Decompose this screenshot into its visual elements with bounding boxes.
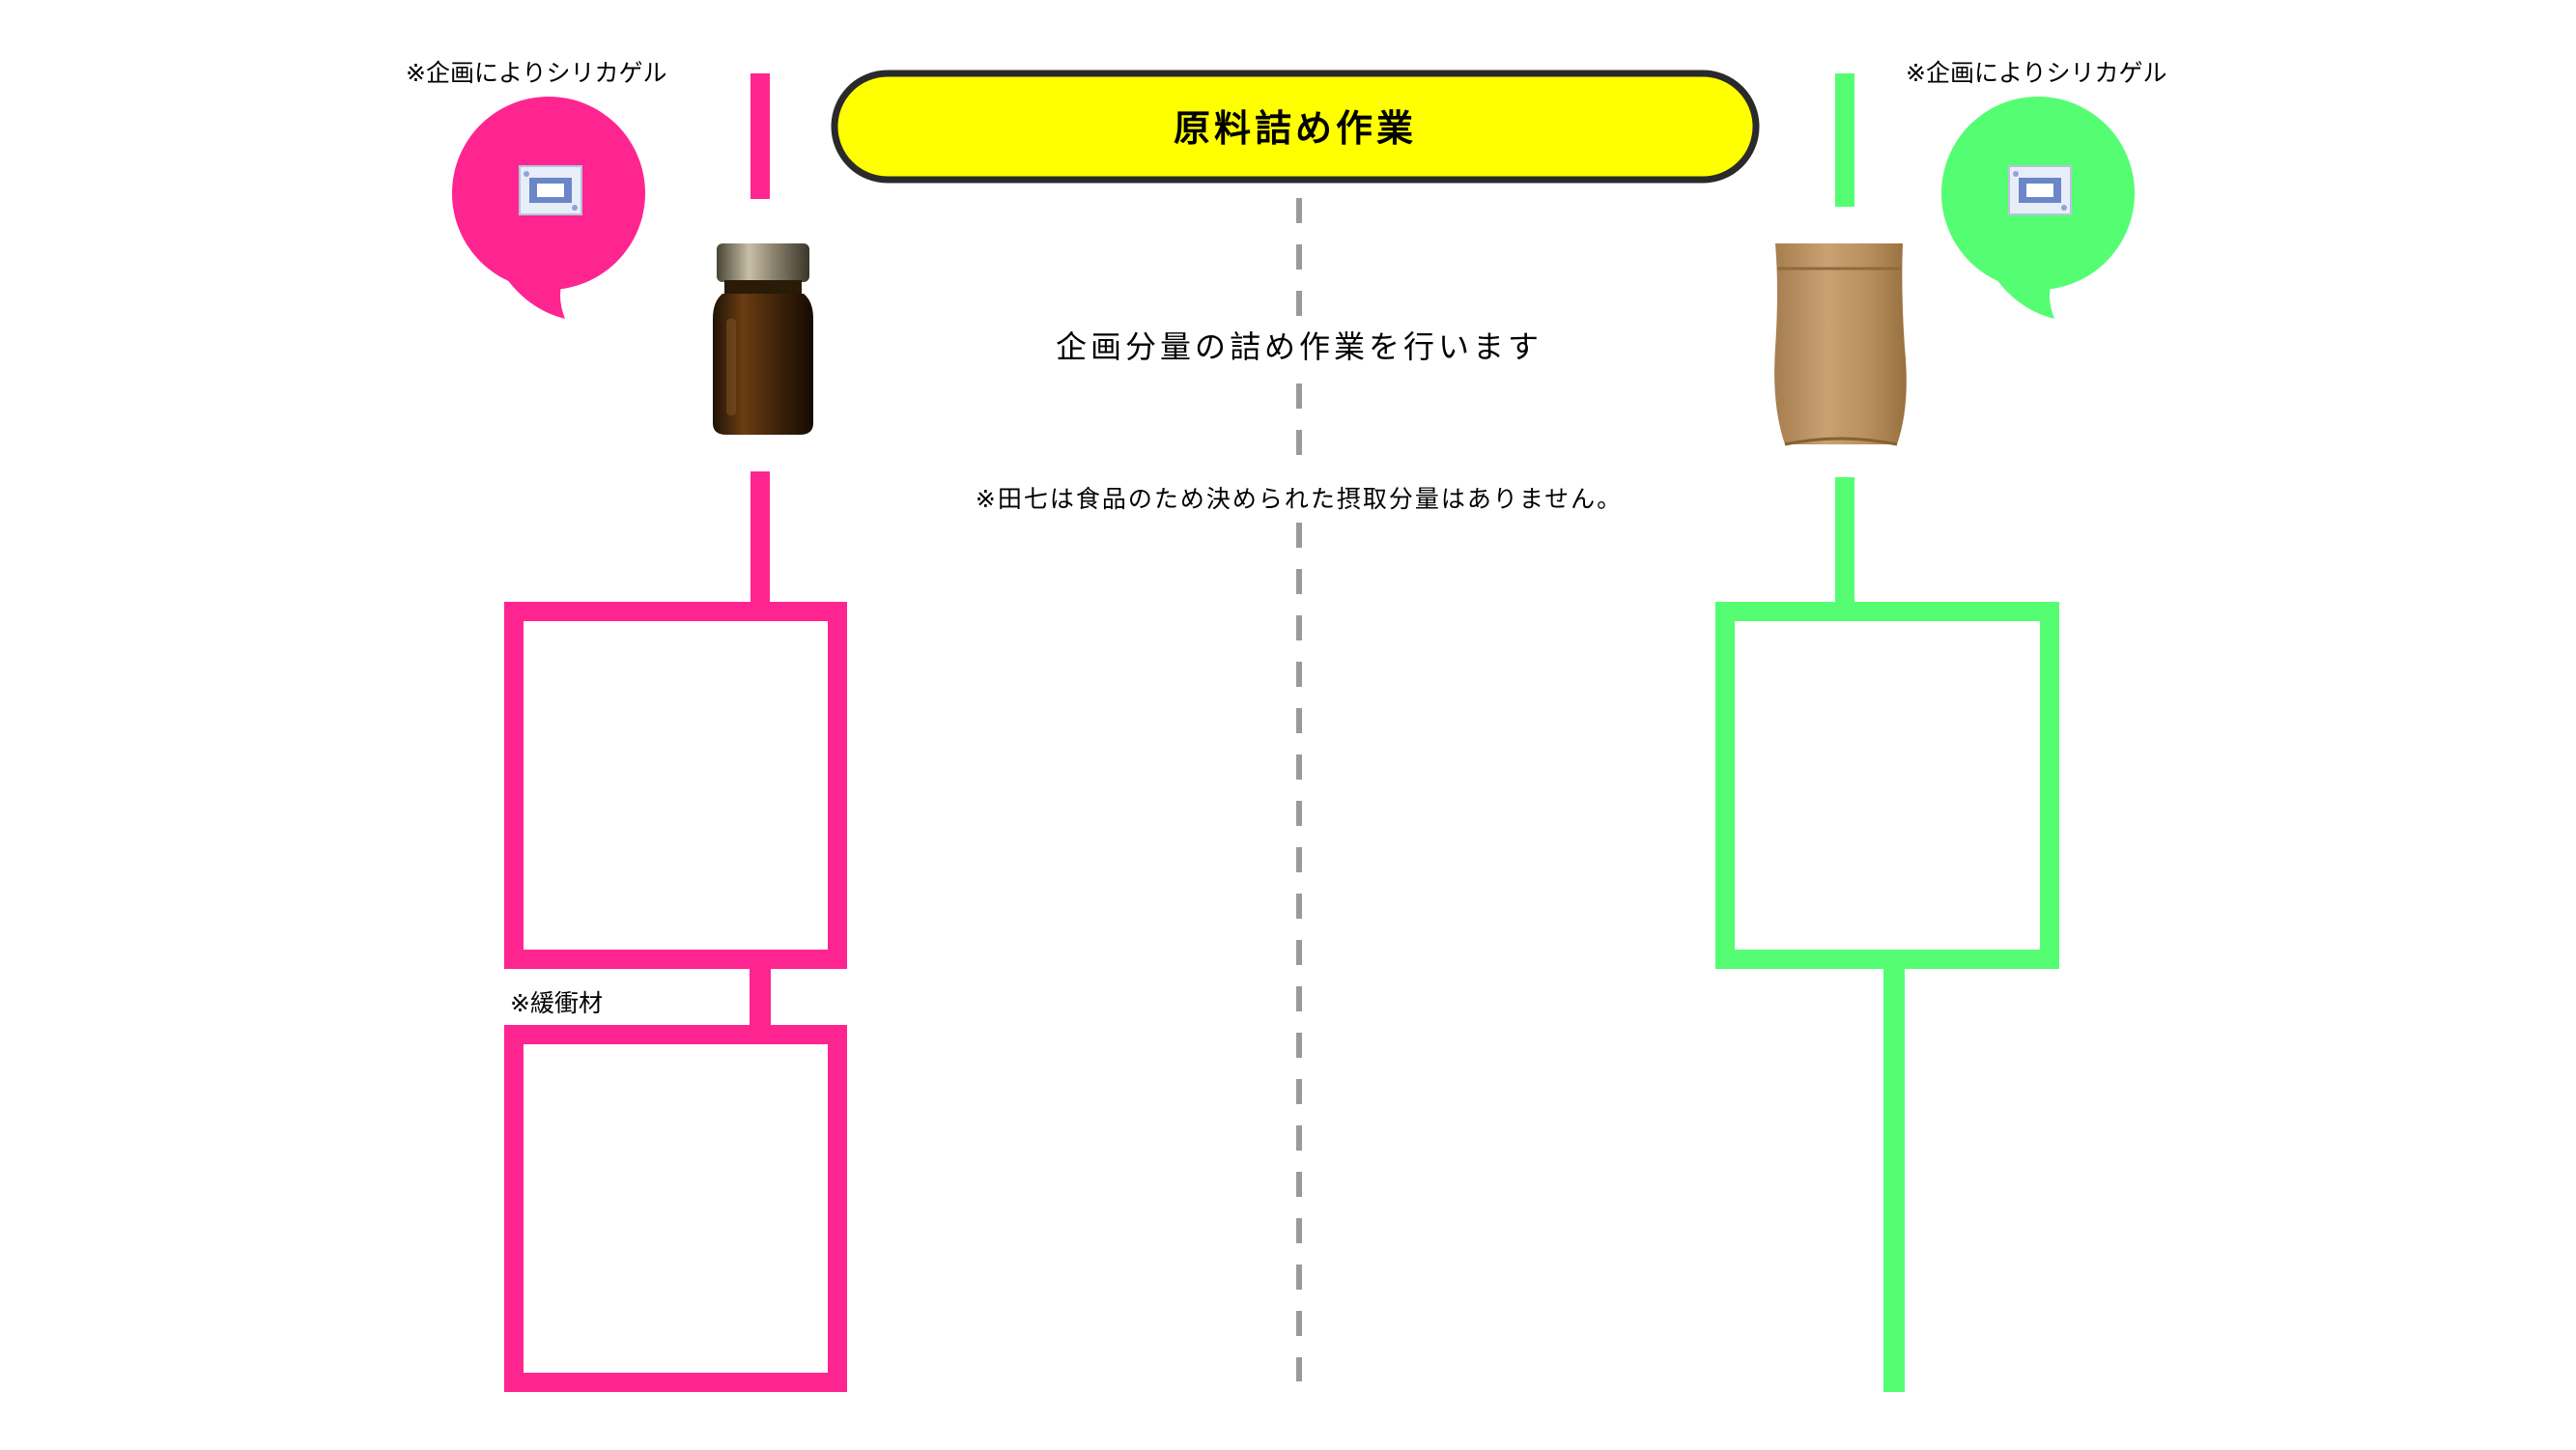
amber-bottle-icon — [713, 243, 813, 435]
kraft-pouch-icon — [1774, 243, 1907, 446]
title-pill: 原料詰め作業 — [831, 70, 1760, 184]
title-text: 原料詰め作業 — [1174, 107, 1417, 150]
main-text: 企画分量の詰め作業を行います — [1056, 328, 1543, 365]
silica-gel-packet-icon — [519, 165, 582, 215]
left-speech-bubble — [452, 97, 645, 319]
right-speech-bubble — [1941, 97, 2135, 319]
left-flow: ※企画によりシリカゲル — [406, 59, 847, 1392]
right-flow: ※企画によりシリカゲル — [1715, 59, 2166, 1392]
note-text: ※田七は食品のため決められた摂取分量はありません。 — [976, 485, 1623, 513]
left-cushion-note: ※緩衝材 — [510, 989, 603, 1017]
left-silica-note: ※企画によりシリカゲル — [406, 59, 666, 87]
silica-gel-packet-icon — [2008, 165, 2072, 215]
right-silica-note: ※企画によりシリカゲル — [1906, 59, 2166, 87]
